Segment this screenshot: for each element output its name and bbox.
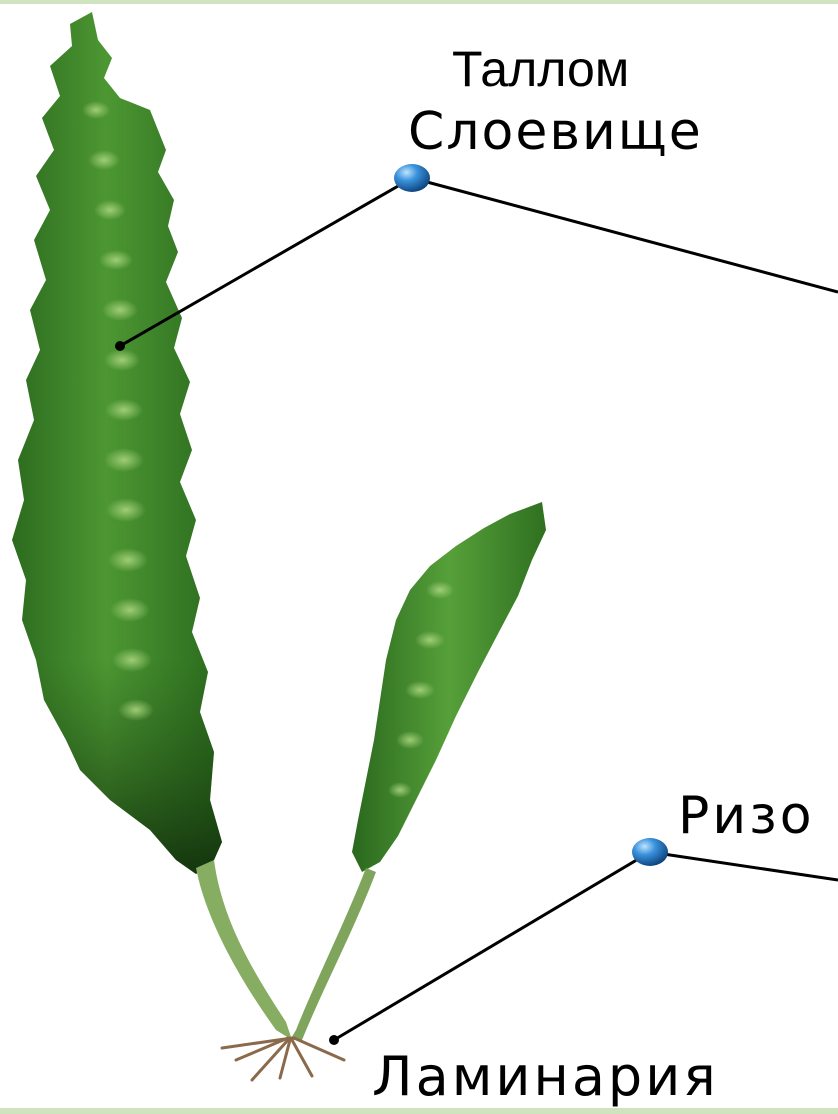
kelp-holdfast: [222, 1038, 344, 1080]
slide-border-bottom: [0, 1108, 838, 1114]
kelp-blade-right: [352, 502, 546, 872]
label-layered-body: Слоевище: [408, 106, 703, 158]
kelp-blade-left-shade: [12, 12, 222, 874]
callout-thallus: [115, 164, 838, 351]
callout-rhizoid: [329, 838, 838, 1045]
label-thallus: Таллом: [452, 44, 629, 94]
label-rhizoid: Ризо: [678, 790, 815, 842]
kelp-stipe-left: [196, 860, 292, 1040]
label-species: Ламинария: [372, 1050, 719, 1104]
kelp-stipe-right: [290, 868, 376, 1040]
